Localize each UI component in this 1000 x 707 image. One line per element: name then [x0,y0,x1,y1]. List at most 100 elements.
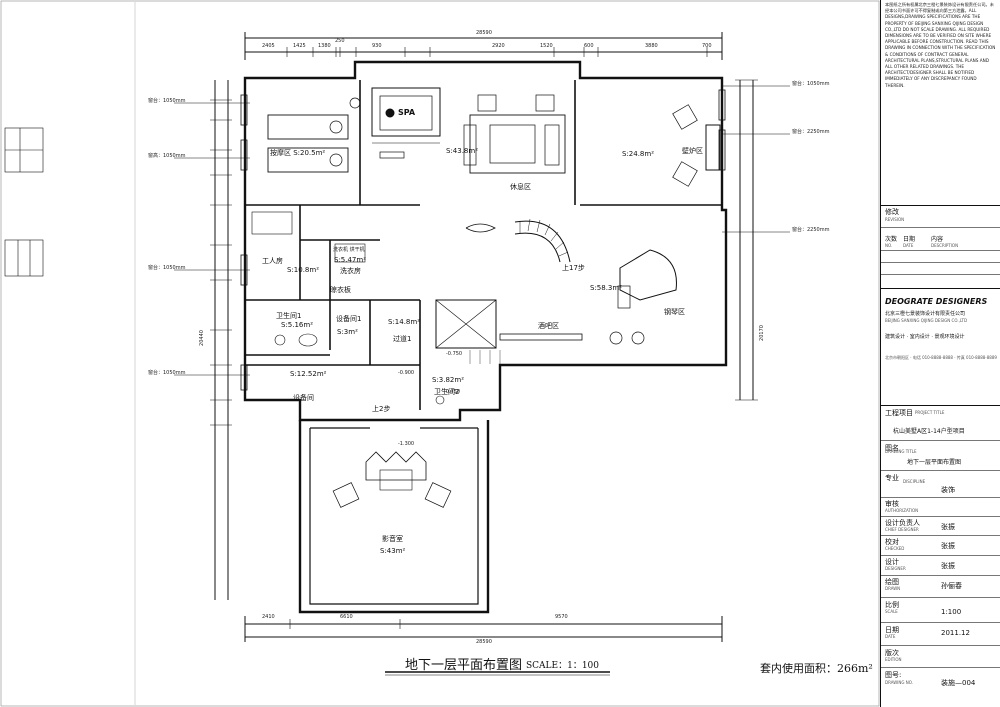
top-dim-2: 1425 [293,43,306,49]
top-dim-9: 3880 [645,43,658,49]
lead-value: 张振 [941,523,955,531]
company-name: 北京三橙七景装饰设计有限责任公司 [885,311,966,317]
design-en: DESIGNER [885,566,906,571]
edition-label: 版次 [885,649,899,657]
room-bar: 酒吧区 [538,322,559,330]
floor-plan [0,0,880,707]
area-note: 套内使用面积：266m² [760,662,873,675]
room-equip1: 设备间1 [336,315,362,323]
drawing-title: 地下一层平面布置图 [405,658,523,673]
window-tag-left-2: 窗高：1050mm [148,153,186,159]
verify-label: 校对 [885,538,899,546]
room-worker-area: S:10.8m² [287,266,320,274]
check-en: AUTHORIZATION [885,508,919,513]
company-services: 建筑设计 · 室内设计 · 景观环境设计 [885,334,965,340]
room-laundry-machines: 洗衣机 烘干机 [333,247,365,253]
room-equip-name: 设备间 [293,394,314,402]
draw-en: DRAWN [885,586,901,591]
drawing-scale: SCALE：1：100 [526,661,600,671]
room-spa: SPA [398,108,416,117]
room-main-area: S:58.3m² [590,284,623,292]
drawing-no-label: 图号: [885,671,902,679]
room-bath1-area: S:5.16m² [281,321,314,329]
room-drying: 晾衣板 [330,286,351,294]
bottom-dim-2: 6610 [340,614,353,620]
top-dim-7: 1520 [540,43,553,49]
window-tag-left-1: 窗台：1050mm [148,98,186,104]
discipline-value: 装饰 [941,486,955,494]
company-contact: 北京市朝阳区 · 电话 010-8888-8888 · 传真 010-8888-… [885,355,997,360]
copyright-notes: 本图纸之所有权属北京三橙七景装饰设计有限责任公司。未经本公司书面许可不得复制或向… [885,2,996,88]
scale-label: 比例 [885,601,899,609]
top-dim-3: 1380 [318,43,331,49]
level-mark-2: -0.750 [446,351,463,357]
verify-en: CHECKED [885,546,905,551]
edition-en: EDITION [885,657,902,662]
top-dim-5: 930 [372,43,382,49]
room-equip-area: S:12.52m² [290,370,327,378]
bottom-dim-3: 9570 [555,614,568,620]
verify-value: 张振 [941,542,955,550]
room-laundry-name: 洗衣房 [340,267,361,275]
step-note: 上2步 [372,405,391,413]
revision-en: REVISION [885,217,905,222]
date-value: 2011.12 [941,629,970,637]
room-bath1: 卫生间1 [276,312,302,320]
lead-label: 设计负责人 [885,519,920,527]
top-total-dim: 28590 [476,30,492,36]
company-en: BEIJING SANXING QIJING DESIGN CO.,LTD [885,318,968,323]
window-tag-right-3: 窗台：2250mm [792,227,830,233]
room-corridor-area: S:14.8m² [388,318,421,326]
drawing-value: 地下一层平面布置图 [907,459,962,466]
rev-col-date: 日期 [903,236,916,243]
left-total-dim: 20440 [198,330,205,346]
rev-col-no: 次数 [885,236,898,243]
design-label: 设计 [885,558,899,566]
rev-col-date-en: DATE [903,243,914,248]
top-dim-4: 250 [335,38,345,44]
room-bath2-area: S:3.82m² [432,376,465,384]
top-dim-8: 600 [584,43,594,49]
bottom-total-dim: 28590 [476,639,492,645]
rev-col-no-en: NO. [885,243,893,248]
rev-col-desc-en: DESCRIPTION [931,243,959,248]
stair-note: 上17步 [562,264,585,272]
draw-label: 绘图 [885,578,899,586]
top-dim-6: 2920 [492,43,505,49]
scale-value: 1:100 [941,608,962,616]
company-logo: DEOGRATE DESIGNERS [885,297,988,306]
room-rest-area: S:43.8m² [446,147,479,155]
room-massage: 按摩区 S:20.5m² [270,149,326,157]
check-label: 审核 [885,500,899,508]
level-mark-1: -0.900 [398,370,415,376]
window-tag-right-2: 窗台：2250mm [792,129,830,135]
draw-value: 孙俪春 [941,582,962,590]
window-tag-right-1: 窗台：1050mm [792,81,830,87]
room-corridor-name: 过道1 [393,335,412,343]
design-value: 张振 [941,562,955,570]
revision-label: 修改 [885,208,899,216]
rev-col-desc: 内容 [931,236,944,243]
room-equip1-area: S:3m² [337,328,358,336]
project-en: PROJECT TITLE [915,410,945,415]
window-tag-left-4: 窗台：1050mm [148,370,186,376]
discipline-en: DISCIPLINE [903,479,926,484]
room-fireplace-name: 壁炉区 [682,147,703,155]
top-dim-10: 700 [702,43,712,49]
title-block: 本图纸之所有权属北京三橙七景装饰设计有限责任公司。未经本公司书面许可不得复制或向… [880,0,1000,707]
bottom-dim-1: 2410 [262,614,275,620]
project-value: 杭山美墅A区1-14户型项目 [893,428,965,435]
level-mark-3: -0.750 [444,389,461,395]
room-bath2: 卫生间2 [434,388,460,396]
window-tag-left-3: 窗台：1050mm [148,265,186,271]
scale-en: SCALE [885,609,898,614]
date-en: DATE [885,634,896,639]
drawing-no-en: DRAWING NO. [885,680,913,685]
room-worker: 工人房 [262,257,283,265]
right-total-dim: 20170 [758,325,765,341]
room-fireplace-area: S:24.8m² [622,150,655,158]
room-cinema: 影音室 [382,535,403,543]
drawing-en: DRAWING TITLE [885,449,917,454]
room-cinema-area: S:43m² [380,547,406,555]
